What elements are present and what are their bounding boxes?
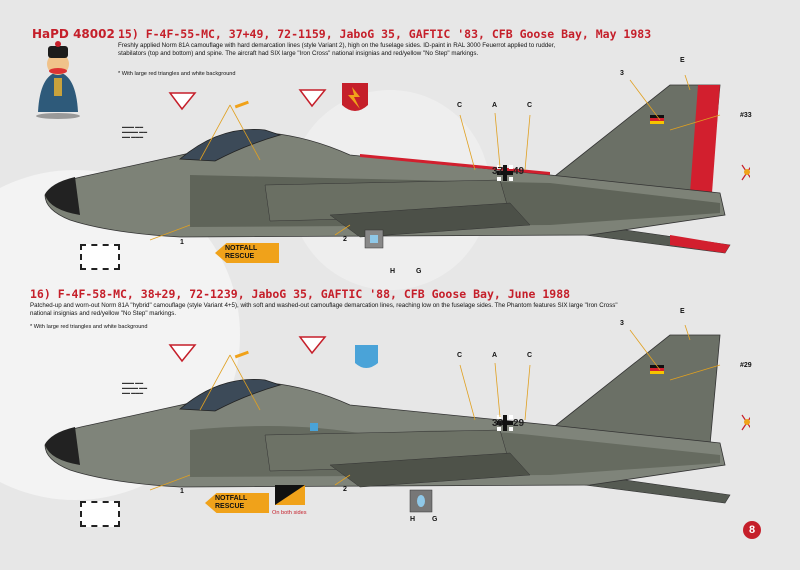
profile1-label-1: 1 [180, 239, 184, 246]
profile1-note: * With large red triangles and white bac… [118, 71, 236, 77]
profile2-rescue-marking: NOTFALL RESCUE [205, 493, 269, 513]
profile1-label-e: E [680, 57, 685, 64]
profile1-title: 15) F-4F-55-MC, 37+49, 72-1159, JaboG 35… [118, 27, 652, 41]
profile2-label-c1: C [457, 352, 463, 359]
profile2-label-a: A [492, 352, 498, 359]
profile1-description: Freshly applied Norm 81A camouflage with… [118, 42, 556, 57]
profile1-stencil-text: ▬▬▬ ▬▬▬▬▬▬ ▬▬▬▬ ▬▬▬ [122, 124, 148, 139]
profile2-tail-number: #29 [740, 362, 752, 369]
brand-code: HaPD 48002 [32, 27, 115, 41]
profile2-label-1: 1 [180, 488, 184, 495]
profile1-rescue-marking: NOTFALL RESCUE [215, 243, 279, 263]
profile1-label-a: A [492, 102, 498, 109]
profile1-label-h: H [390, 268, 396, 275]
profile1-label-2: 2 [343, 236, 347, 243]
profile2-access-panel-marking [80, 501, 120, 527]
profile2-note: * With large red triangles and white bac… [30, 324, 148, 330]
profile2-title: 16) F-4F-58-MC, 38+29, 72-1239, JaboG 35… [30, 287, 571, 301]
profile2-description: Patched-up and worn-out Norm 81A "hybrid… [30, 302, 618, 317]
profile1-access-panel-marking [80, 244, 120, 270]
page-number: 8 [743, 521, 761, 539]
profile2-stencil-text: ▬▬▬ ▬▬▬▬▬▬ ▬▬▬▬ ▬▬▬ [122, 380, 148, 395]
profile1-aircraft-illustration [44, 75, 750, 254]
mascot-illustration [36, 41, 80, 119]
profile1-tail-number: #33 [740, 112, 752, 119]
profile2-serial-left: 38 [492, 418, 504, 429]
profile2-serial-right: 29 [513, 418, 525, 429]
profile2-both-sides-note: On both sides [272, 510, 307, 516]
profile1-label-3: 3 [620, 70, 624, 77]
profile2-label-g: G [432, 516, 438, 523]
profile2-aircraft-illustration [44, 325, 750, 513]
profile2-label-e: E [680, 308, 685, 315]
profile1-label-g: G [416, 268, 422, 275]
profile2-label-3: 3 [620, 320, 624, 327]
profile2-label-c2: C [527, 352, 533, 359]
profile1-label-c1: C [457, 102, 463, 109]
profile1-serial-left: 37 [492, 166, 504, 177]
profile2-label-2: 2 [343, 486, 347, 493]
profile1-serial-right: 49 [513, 166, 525, 177]
profile2-label-h: H [410, 516, 416, 523]
profile1-label-c2: C [527, 102, 533, 109]
